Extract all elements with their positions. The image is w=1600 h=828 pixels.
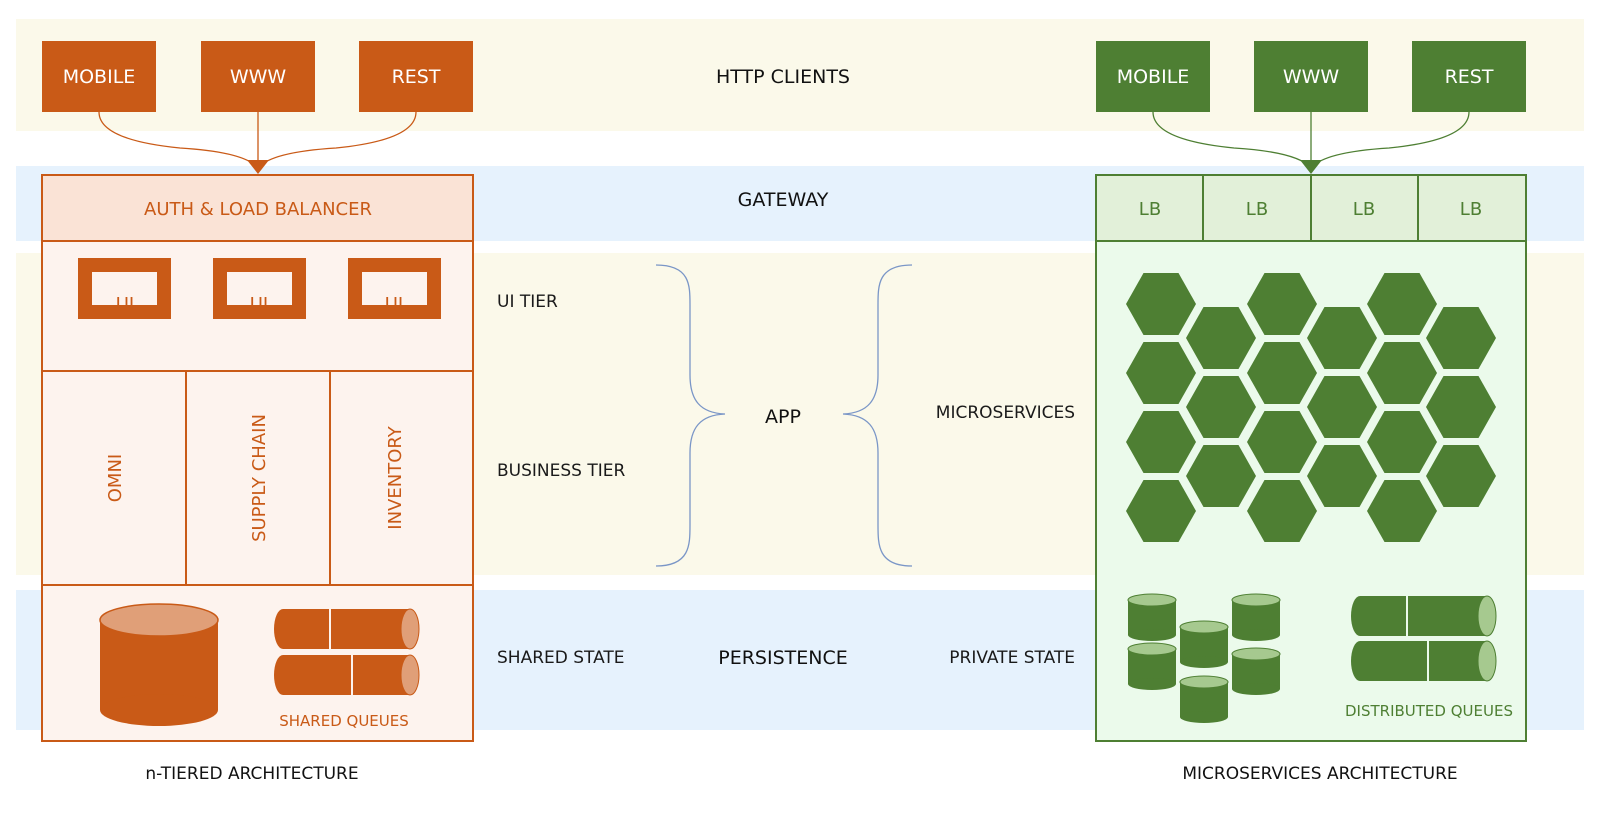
auth-load-balancer-label: AUTH & LOAD BALANCER [144,199,372,220]
left-client-mobile-box [42,41,156,112]
microservice-hexagon-icon [1367,480,1437,542]
database-cylinder-icon [1231,647,1281,695]
database-cylinder-icon [1179,675,1229,723]
shared-state-label: SHARED STATE [497,648,625,668]
left-brace-icon [655,264,726,567]
distributed-queues-icon [1351,595,1497,682]
right-caption: MICROSERVICES ARCHITECTURE [1182,764,1457,784]
microservice-hexagon-icon [1426,445,1496,507]
right-client-mobile-box [1096,41,1210,112]
microservices-label: MICROSERVICES [936,403,1075,423]
right-arrowhead-icon [1300,160,1322,174]
queue-cylinder-icon [274,654,420,696]
layer-label-gateway: GATEWAY [738,189,829,211]
distributed-queues-label: DISTRIBUTED QUEUES [1345,702,1513,720]
ui-box-1 [78,258,171,319]
microservice-hexagon-icon [1247,342,1317,404]
shared-queues-label: SHARED QUEUES [279,712,409,730]
left-client-www-label: WWW [230,66,287,88]
lb-label-1: LB [1139,199,1161,220]
right-client-mobile-label: MOBILE [1117,66,1190,88]
lb-label-3: LB [1353,199,1375,220]
microservice-hexagon-icon [1126,480,1196,542]
microservice-hexagon-icon [1307,307,1377,369]
private-databases [1127,593,1281,723]
right-clients: MOBILE WWW REST [1096,41,1526,112]
left-client-rest-box [359,41,473,112]
microservice-hexagon-icon [1186,376,1256,438]
microservice-hexagon-icon [1247,411,1317,473]
right-brace-icon [842,264,913,567]
shared-database-icon [99,603,219,726]
left-client-rest-label: REST [392,66,441,88]
microservice-hexagon-icon [1367,411,1437,473]
private-state-label: PRIVATE STATE [949,648,1075,668]
left-client-mobile-label: MOBILE [63,66,136,88]
right-client-connectors [1152,111,1470,169]
database-cylinder-icon [1127,593,1177,641]
module-inventory-label: INVENTORY [385,425,406,529]
ui-boxes [78,258,441,319]
microservice-hexagon-icon [1126,273,1196,335]
microservice-hexagon-icon [1126,411,1196,473]
microservice-hexagon-icon [1307,376,1377,438]
queue-cylinder-icon [1351,595,1497,637]
microservice-hexagon-icon [1367,273,1437,335]
database-cylinder-icon [1179,620,1229,668]
left-arrowhead-icon [247,160,269,174]
right-client-rest-label: REST [1445,66,1494,88]
queue-cylinder-icon [1351,640,1497,682]
layer-label-persistence: PERSISTENCE [718,647,847,669]
layer-label-http-clients: HTTP CLIENTS [716,66,850,88]
microservice-hexagon-icon [1247,273,1317,335]
database-cylinder-icon [1231,593,1281,641]
left-caption: n-TIERED ARCHITECTURE [145,764,358,784]
left-client-connectors [98,111,417,169]
left-client-www-box [201,41,315,112]
microservice-hexagons [1126,273,1496,542]
ui-box-1-label: UI [116,294,134,315]
microservice-hexagon-icon [1186,307,1256,369]
microservice-hexagon-icon [1426,376,1496,438]
microservice-hexagon-icon [1367,342,1437,404]
ui-box-3 [348,258,441,319]
database-cylinder-icon [1127,642,1177,690]
ui-box-2 [213,258,306,319]
microservice-hexagon-icon [1307,445,1377,507]
business-tier-label: BUSINESS TIER [497,461,625,481]
microservice-hexagon-icon [1126,342,1196,404]
microservice-hexagon-icon [1247,480,1317,542]
left-clients: MOBILE WWW REST [42,41,473,112]
shared-queues-icon [274,608,420,696]
layer-label-app: APP [765,406,801,428]
module-supply-chain-label: SUPPLY CHAIN [249,414,270,542]
lb-label-2: LB [1246,199,1268,220]
ui-tier-label: UI TIER [497,292,558,312]
microservice-hexagon-icon [1426,307,1496,369]
right-client-rest-box [1412,41,1526,112]
right-client-www-label: WWW [1283,66,1340,88]
module-omni-label: OMNI [105,454,126,502]
microservice-hexagon-icon [1186,445,1256,507]
queue-cylinder-icon [274,608,420,650]
left-gateway-fill [43,176,472,241]
ui-box-2-label: UI [250,294,268,315]
right-client-www-box [1254,41,1368,112]
ui-box-3-label: UI [385,294,403,315]
lb-label-4: LB [1460,199,1482,220]
